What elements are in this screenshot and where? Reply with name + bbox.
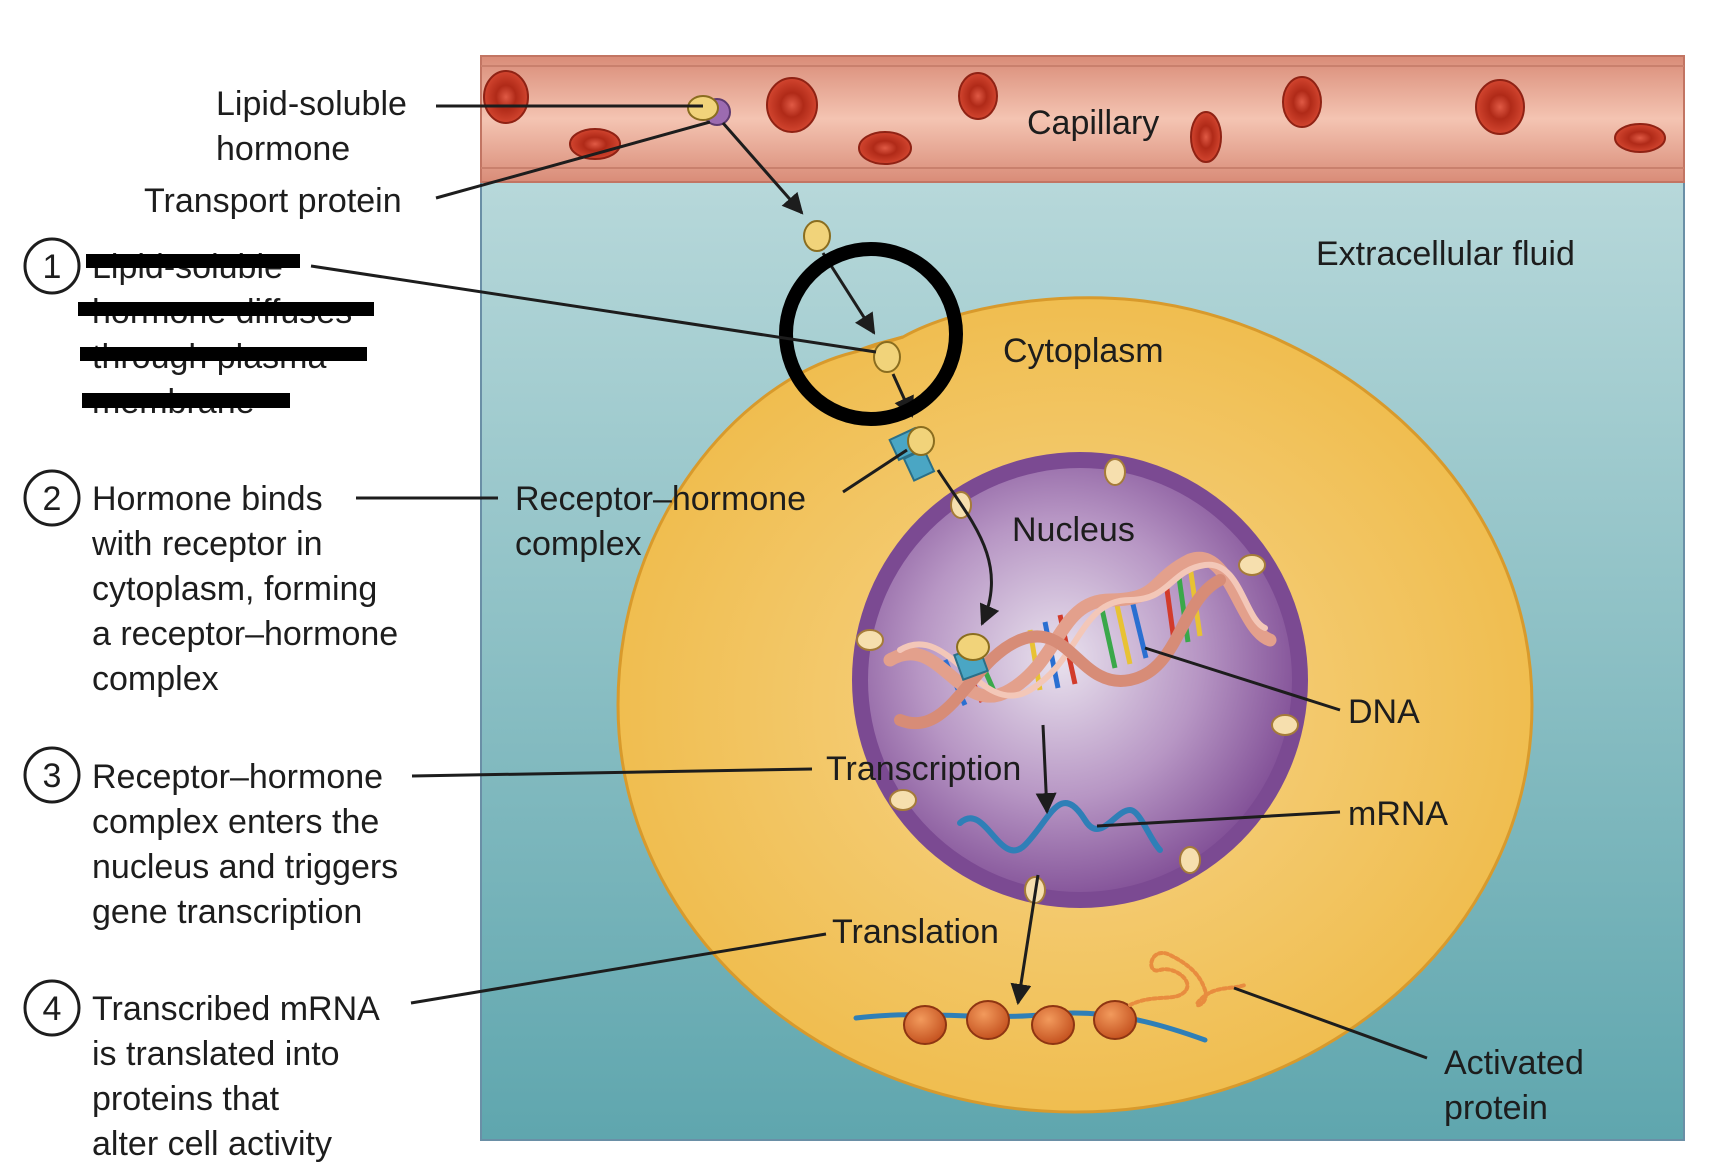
nucleus-label: Nucleus <box>1012 511 1135 549</box>
mrna-strand <box>957 800 1163 854</box>
redaction-bars <box>78 254 374 408</box>
step-3: 3 Receptor–hormone complex enters the nu… <box>23 746 408 931</box>
leader-line <box>842 448 908 494</box>
highlight-ring <box>779 242 963 426</box>
step-number: 1 <box>43 248 62 286</box>
red-blood-cell <box>483 70 1666 165</box>
leader-line <box>1144 646 1341 712</box>
mrna-label: mRNA <box>1348 795 1448 833</box>
step-number-circle <box>23 237 81 295</box>
transcription-label: Transcription <box>826 750 1021 788</box>
translation-complex <box>853 951 1247 1045</box>
step-number-circle <box>23 469 81 527</box>
capillary <box>480 55 1685 183</box>
lipid-soluble-hormone-label: Lipid-soluble hormone <box>216 85 416 168</box>
ribosome <box>903 1000 1137 1045</box>
hormone-molecule <box>873 341 901 373</box>
step-number-circle <box>23 979 81 1037</box>
flow-arrow <box>936 469 1000 626</box>
cytoplasm-label: Cytoplasm <box>1003 332 1164 370</box>
activated-protein-label: Activated protein <box>1444 1044 1593 1127</box>
hormone-on-dna <box>956 633 990 661</box>
hormone-molecule <box>687 95 719 121</box>
transport-protein-label: Transport protein <box>144 182 402 220</box>
step-3-text: Receptor–hormone complex enters the nucl… <box>92 758 408 931</box>
flow-arrow <box>721 122 804 215</box>
dna-label: DNA <box>1348 693 1420 731</box>
leader-line <box>1233 986 1428 1060</box>
leader-line <box>410 932 827 1005</box>
step-number: 3 <box>43 757 62 795</box>
translation-label: Translation <box>832 913 999 951</box>
activated-protein-chain <box>1128 951 1247 1008</box>
hormone-molecule <box>803 220 831 252</box>
step-number-circle <box>23 746 81 804</box>
leader-line <box>411 767 813 778</box>
step-4-text: Transcribed mRNA is translated into prot… <box>92 990 387 1163</box>
step-number: 4 <box>43 990 62 1028</box>
receptor-hormone-complex-label: Receptor–hormone complex <box>515 480 816 563</box>
step-1: 1 Lipid-soluble hormone diffuses through… <box>23 237 374 421</box>
step-4: 4 Transcribed mRNA is translated into pr… <box>23 979 387 1163</box>
dna-helix <box>883 551 1277 729</box>
flow-arrow <box>1010 874 1040 1006</box>
leader-line <box>435 120 711 200</box>
step-number: 2 <box>43 480 62 518</box>
extracellular-fluid-label: Extracellular fluid <box>1316 235 1575 273</box>
leader-line <box>310 264 877 354</box>
step-2-text: Hormone binds with receptor in cytoplasm… <box>91 480 408 698</box>
capillary-label: Capillary <box>1027 104 1159 142</box>
flow-arrow <box>1035 724 1057 815</box>
receptor-hormone-complex-molecule <box>888 426 936 482</box>
leader-line <box>1096 810 1341 828</box>
step-2: 2 Hormone binds with receptor in cytopla… <box>23 469 408 698</box>
